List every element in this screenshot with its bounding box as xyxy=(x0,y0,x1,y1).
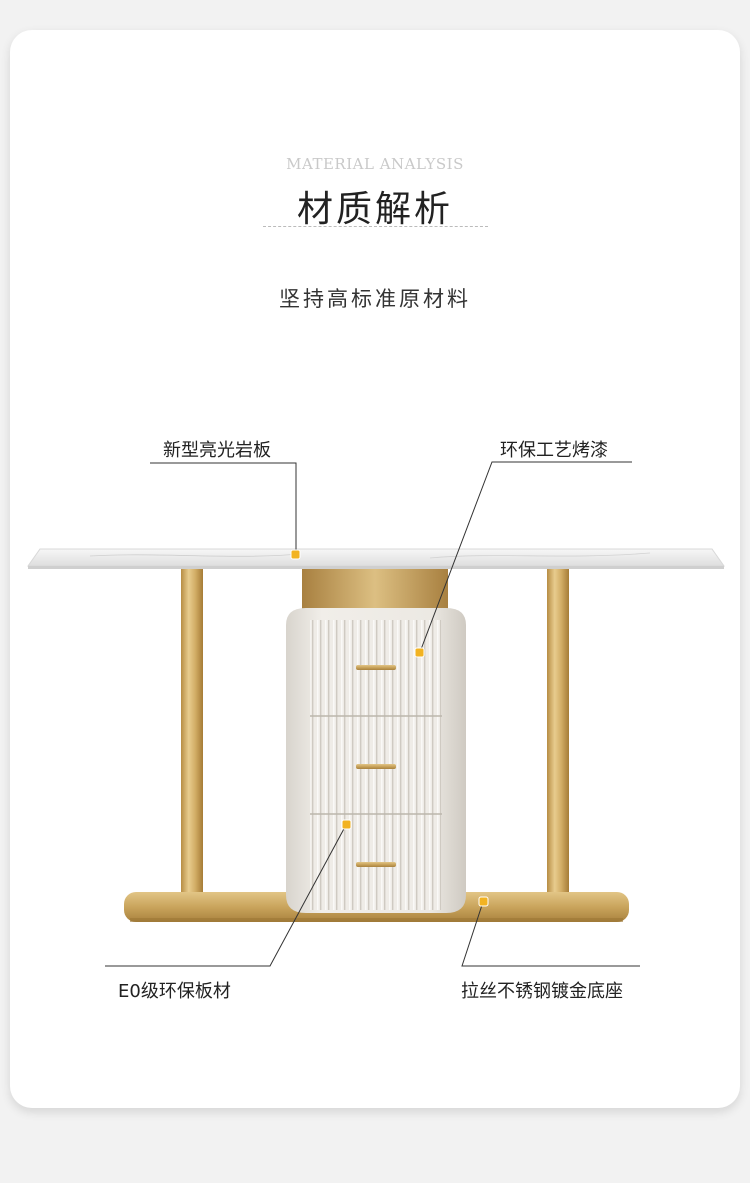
marble-top xyxy=(27,548,725,567)
right-leg xyxy=(547,569,569,914)
marker-dot xyxy=(290,549,301,560)
section-eyebrow: MATERIAL ANALYSIS xyxy=(286,155,464,173)
section-subtitle: 坚持高标准原材料 xyxy=(279,287,471,311)
callout-slate-top: 新型亮光岩板 xyxy=(163,440,271,461)
leader-line xyxy=(150,462,297,553)
leader-line xyxy=(419,461,632,653)
marker-dot xyxy=(341,819,352,830)
title-divider xyxy=(263,226,488,227)
drawer-handle xyxy=(356,764,396,769)
marker-dot xyxy=(478,896,489,907)
callout-gold-base: 拉丝不锈钢镀金底座 xyxy=(461,981,623,1002)
section-title: 材质解析 xyxy=(296,189,453,230)
leader-line xyxy=(461,901,640,967)
callout-paint-finish: 环保工艺烤漆 xyxy=(500,440,608,461)
leader-line xyxy=(105,824,347,967)
marker-dot xyxy=(414,647,425,658)
callout-e0-board: E0级环保板材 xyxy=(118,981,231,1002)
drawer-handle xyxy=(356,665,396,670)
drawer-handle xyxy=(356,862,396,867)
left-leg xyxy=(181,569,203,914)
